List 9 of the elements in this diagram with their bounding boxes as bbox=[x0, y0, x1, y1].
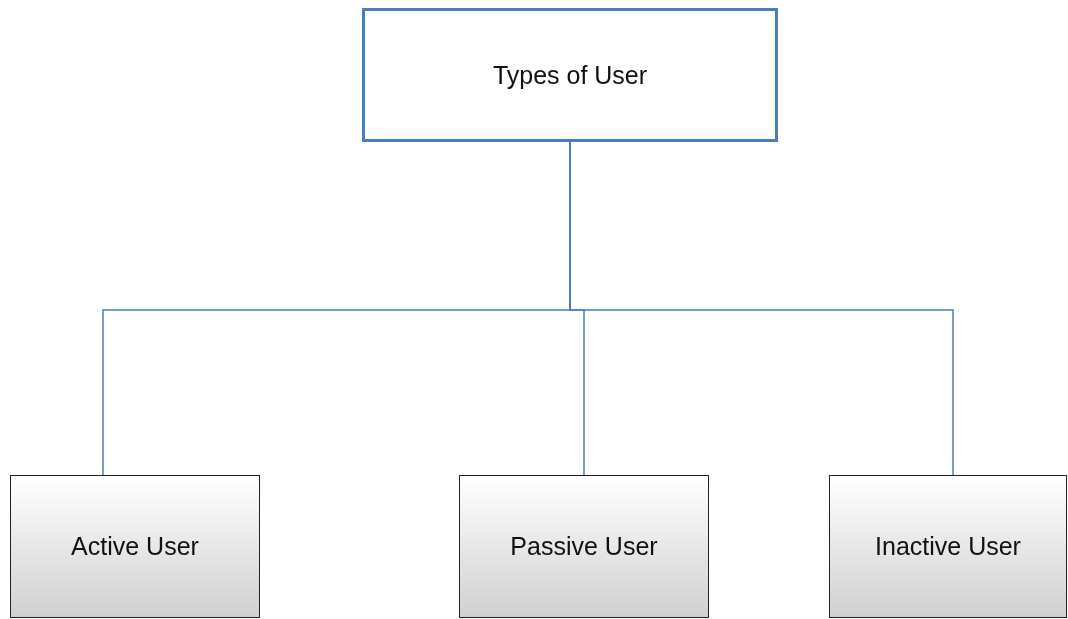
box-label: Inactive User bbox=[875, 532, 1021, 561]
box-label: Active User bbox=[71, 532, 199, 561]
root-box bbox=[362, 8, 778, 142]
box-label: Types of User bbox=[492, 60, 648, 90]
connector-line bbox=[569, 141, 954, 476]
category-box bbox=[829, 475, 1067, 618]
category-box bbox=[10, 475, 260, 618]
box-label: Passive User bbox=[510, 532, 658, 561]
category-box bbox=[459, 475, 709, 618]
